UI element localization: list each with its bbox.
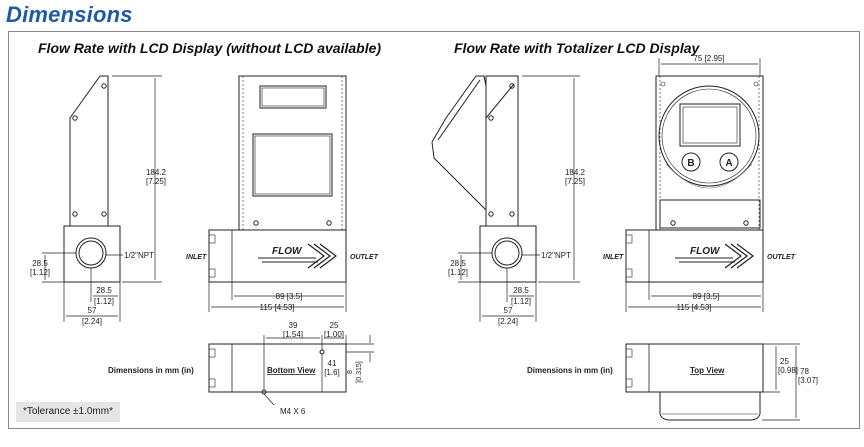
top-h1-in: [0.98] [778,366,798,375]
left-side-w-mm: 57 [88,306,97,315]
bottom-hole-dims [263,335,374,392]
right-port-width-dim [506,268,537,302]
right-npt-label: 1/2"NPT [541,251,571,260]
bottom-base-h-mm: 8 [347,370,354,374]
left-flow-label: FLOW [272,246,303,257]
left-port-w-mm: 28.5 [96,286,112,295]
button-b-label: B [687,158,694,169]
right-port-h-mm: 28.5 [450,259,466,268]
right-flow-label: FLOW [690,246,721,257]
right-side-view [431,75,537,283]
right-outlet-label: OUTLET [767,254,796,261]
bottom-hole1-in: [1.54] [283,330,303,339]
right-port-height-dim [458,252,492,283]
right-top-width-dim [658,58,761,76]
tolerance-note: *Tolerance ±1.0mm* [16,402,120,422]
left-height-dimension [112,75,162,283]
page-title: Dimensions [6,2,133,27]
top-h2-in: [3.07] [798,376,818,385]
left-port-w-in: [1.12] [94,297,114,306]
bottom-depth-mm: 41 [328,359,337,368]
right-port-w-mm: 28.5 [513,286,529,295]
left-port-h-mm: 28.5 [32,259,48,268]
left-side-w-in: [2.24] [82,317,102,326]
screw-label: M4 X 6 [280,407,306,416]
bottom-hole2-mm: 25 [330,321,339,330]
right-body-w-label: 89 [3.5] [693,292,720,301]
left-port-height-dim [42,252,76,283]
left-npt-label: 1/2"NPT [124,251,154,260]
right-port-h-in: [1.12] [448,268,468,277]
left-body-w-label: 89 [3.5] [276,292,303,301]
left-inlet-label: INLET [186,254,207,261]
right-side-w-in: [2.24] [498,317,518,326]
left-port-h-in: [1.12] [30,268,50,277]
left-total-w-label: 115 [4.53] [260,303,295,312]
right-top-w-label: 75 [2.95] [693,54,724,63]
top-height-dims [762,343,800,421]
left-height-mm: 184.2 [146,168,167,177]
right-height-mm: 184.2 [565,168,586,177]
right-body-width-dim [625,282,764,312]
right-front-view [625,75,764,283]
bottom-hole2-in: [1.00] [324,330,344,339]
bottom-view-label: Bottom View [267,366,316,375]
left-subtitle: Flow Rate with LCD Display (without LCD … [38,40,382,56]
bottom-base-h-in: [0.315] [356,361,363,382]
right-inlet-label: INLET [603,254,624,261]
left-side-view [63,75,121,283]
left-units-label: Dimensions in mm (in) [108,366,194,375]
right-side-w-mm: 57 [504,306,513,315]
right-subtitle: Flow Rate with Totalizer LCD Display [454,40,700,56]
top-view [625,343,764,421]
right-height-dimension [522,75,580,283]
top-view-label: Top View [690,366,725,375]
left-height-in: [7.25] [146,177,166,186]
left-front-view [208,75,347,283]
bottom-depth-in: [1.6] [324,368,340,377]
left-outlet-label: OUTLET [350,254,379,261]
right-side-width-dim [479,282,537,322]
left-port-width-dim [90,268,121,302]
right-units-label: Dimensions in mm (in) [527,366,613,375]
bottom-hole1-mm: 39 [289,321,298,330]
button-a-label: A [725,158,732,169]
top-h1-mm: 25 [780,357,789,366]
right-total-w-label: 115 [4.53] [677,303,712,312]
left-side-width-dim [63,282,121,322]
left-body-width-dim [208,282,347,312]
right-height-in: [7.25] [565,177,585,186]
top-h2-mm: 78 [800,367,809,376]
right-port-w-in: [1.12] [511,297,531,306]
